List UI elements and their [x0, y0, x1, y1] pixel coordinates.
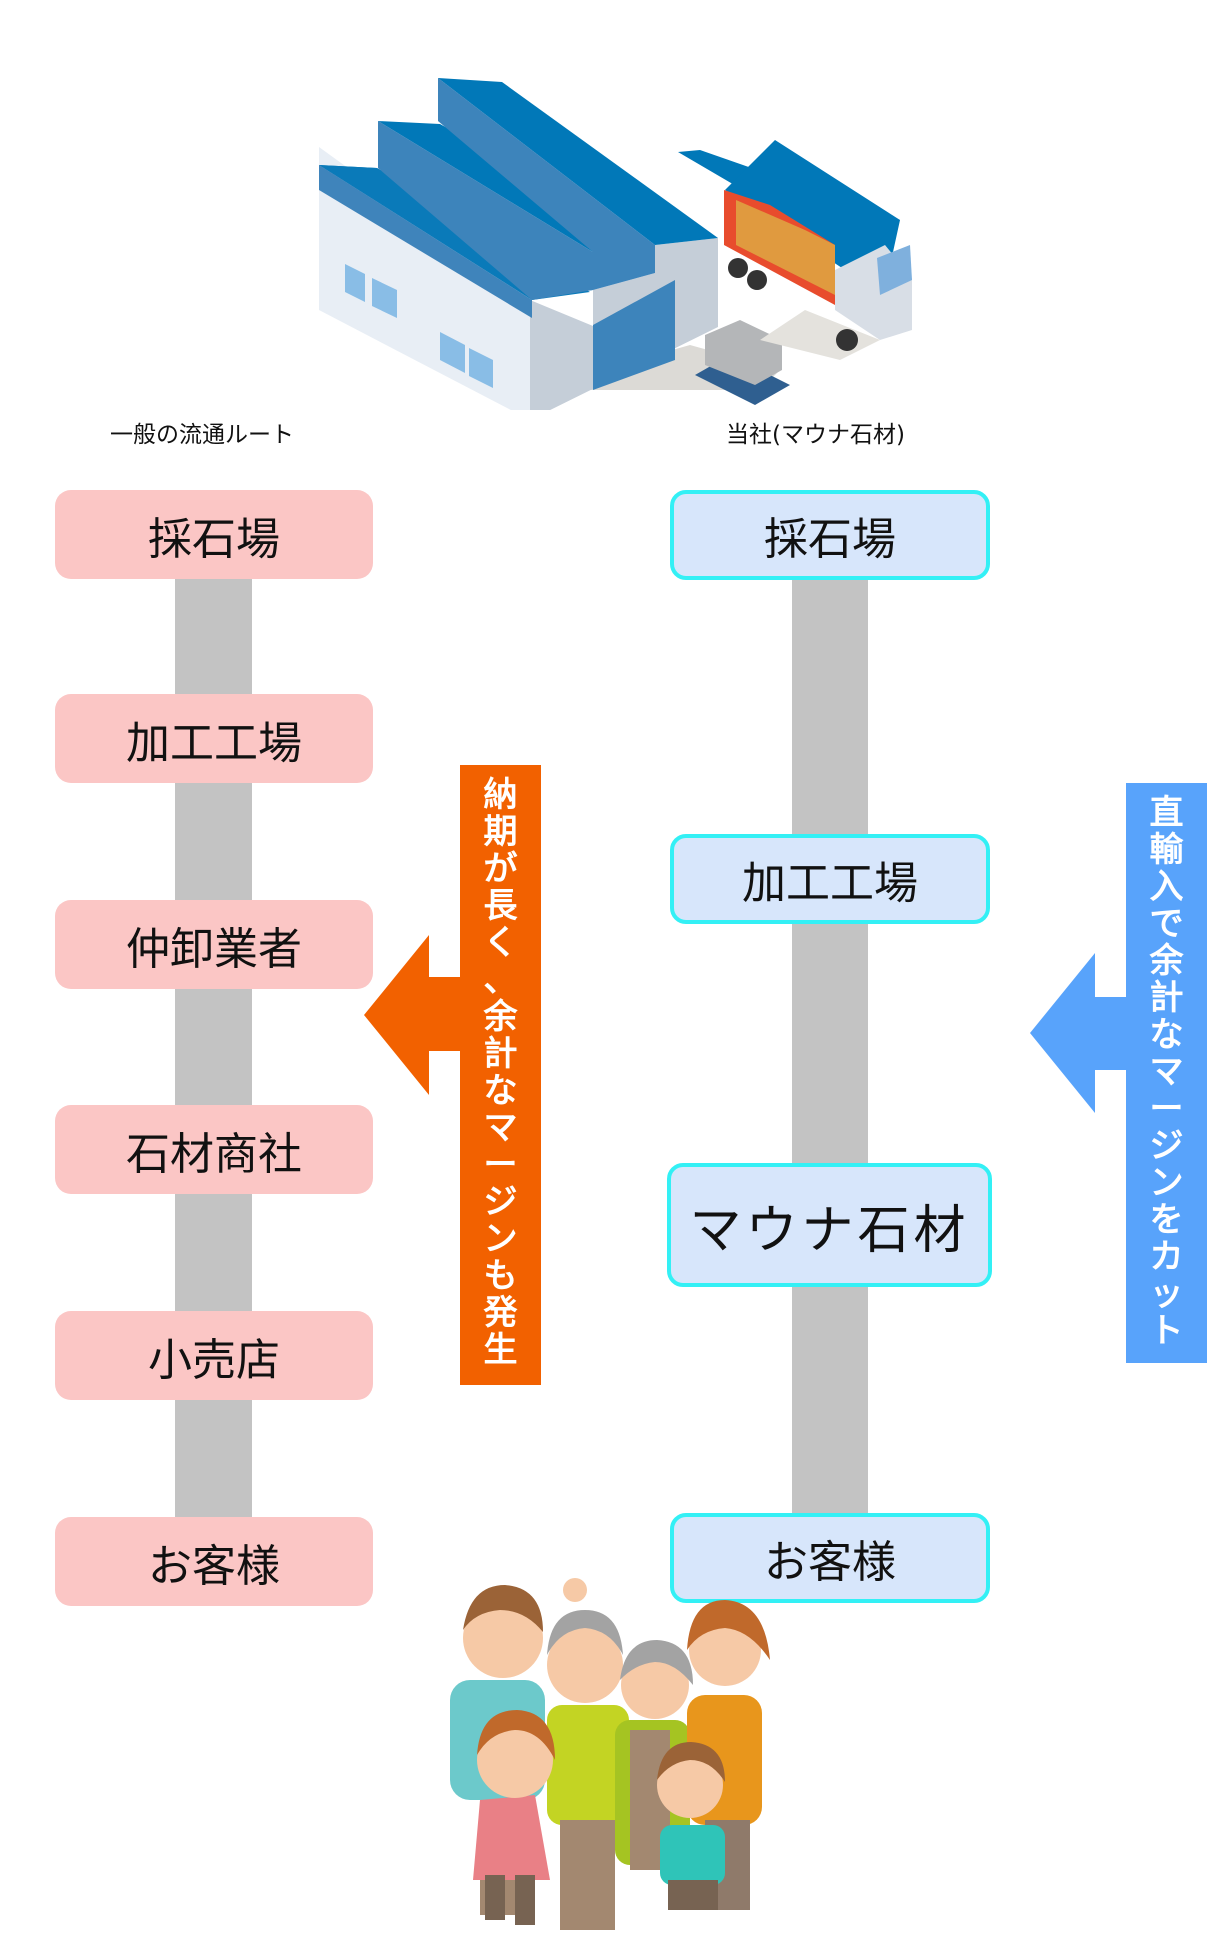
family-illustration	[450, 1578, 770, 1930]
company-callout-text: 直輸入で余計なマージンをカット	[1150, 795, 1184, 1350]
callout-glyph: ン	[1149, 1163, 1184, 1203]
callout-glyph: 生	[483, 1330, 518, 1370]
general-step-trading-company: 石材商社	[55, 1105, 373, 1194]
step-label: お客様	[764, 1537, 896, 1588]
callout-glyph: ト	[1149, 1311, 1184, 1351]
company-route-connector	[792, 570, 868, 1520]
boy-figure	[657, 1742, 725, 1910]
general-step-quarry: 採石場	[55, 490, 373, 579]
step-label: 加工工場	[126, 717, 302, 769]
grandfather-figure	[547, 1578, 629, 1930]
step-label: 加工工場	[742, 858, 918, 909]
callout-glyph: マ	[1149, 1052, 1184, 1092]
callout-glyph: カ	[1149, 1237, 1184, 1277]
general-callout-text: 納期が長く、余計なマージンも発生	[484, 777, 518, 1369]
callout-glyph: マ	[483, 1108, 518, 1148]
callout-glyph: 、	[483, 960, 518, 1000]
company-route-label: 当社(マウナ石材)	[726, 422, 905, 448]
girl-figure	[473, 1710, 555, 1925]
callout-glyph: な	[1149, 1015, 1184, 1055]
callout-glyph: ジ	[483, 1182, 518, 1222]
callout-glyph: 輸	[1149, 830, 1184, 870]
callout-glyph: も	[483, 1256, 518, 1296]
callout-glyph: く	[483, 923, 518, 963]
company-callout-arrow-icon	[1030, 953, 1128, 1113]
step-label: お客様	[148, 1540, 280, 1592]
general-callout-bar: 納期が長く、余計なマージンも発生	[460, 765, 541, 1385]
callout-glyph: ー	[1149, 1089, 1184, 1129]
callout-glyph: ッ	[1149, 1274, 1184, 1314]
general-step-wholesaler: 仲卸業者	[55, 900, 373, 989]
callout-glyph: 長	[483, 886, 518, 926]
company-step-quarry: 採石場	[670, 490, 990, 580]
company-step-mauna-stone: マウナ石材	[667, 1163, 992, 1287]
general-step-customer: お客様	[55, 1517, 373, 1606]
callout-glyph: 納	[483, 775, 518, 815]
callout-glyph: を	[1149, 1200, 1184, 1240]
callout-glyph: な	[483, 1071, 518, 1111]
callout-glyph: 余	[1149, 941, 1184, 981]
step-label: 仲卸業者	[126, 923, 302, 975]
step-label: 採石場	[148, 513, 280, 565]
callout-glyph: ジ	[1149, 1126, 1184, 1166]
company-step-customer: お客様	[670, 1513, 990, 1603]
callout-glyph: 入	[1149, 867, 1184, 907]
general-step-processing-plant: 加工工場	[55, 694, 373, 783]
step-label: マウナ石材	[689, 1200, 970, 1261]
callout-glyph: 計	[1149, 978, 1184, 1018]
company-callout-bar: 直輸入で余計なマージンをカット	[1126, 783, 1207, 1363]
callout-glyph: が	[483, 849, 518, 889]
step-label: 小売店	[148, 1334, 280, 1386]
callout-glyph: 余	[483, 997, 518, 1037]
callout-glyph: ン	[483, 1219, 518, 1259]
callout-glyph: 計	[483, 1034, 518, 1074]
factory-truck-illustration	[319, 78, 912, 410]
company-step-processing-plant: 加工工場	[670, 834, 990, 924]
general-step-retailer: 小売店	[55, 1311, 373, 1400]
callout-glyph: ー	[483, 1145, 518, 1185]
callout-glyph: で	[1149, 904, 1184, 944]
callout-glyph: 直	[1149, 793, 1184, 833]
callout-glyph: 発	[483, 1293, 518, 1333]
callout-glyph: 期	[483, 812, 518, 852]
step-label: 採石場	[764, 514, 896, 565]
step-label: 石材商社	[126, 1128, 302, 1180]
truck-illustration	[678, 140, 912, 360]
building-door	[593, 280, 675, 390]
general-route-label: 一般の流通ルート	[110, 422, 294, 448]
general-callout-arrow-icon	[364, 935, 462, 1095]
